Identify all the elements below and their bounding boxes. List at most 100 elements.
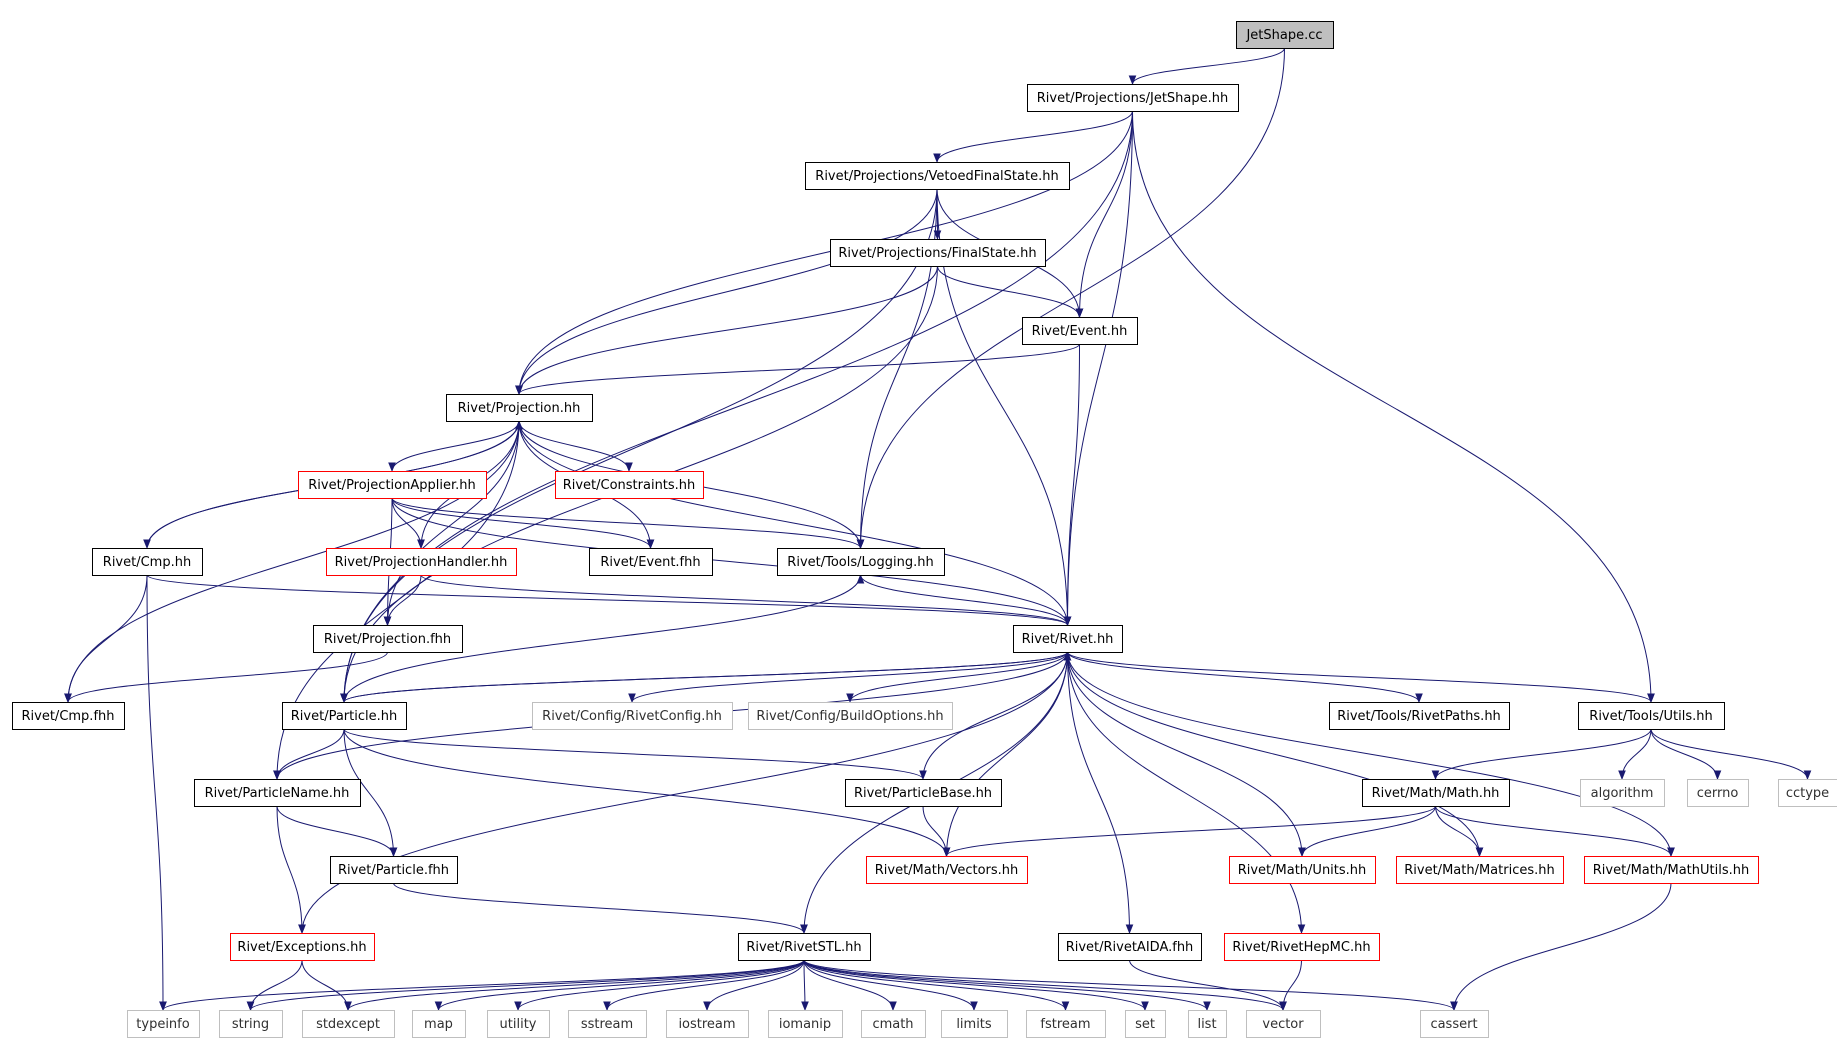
edge-rivetstl-to-limits: [803, 959, 974, 1010]
node-box: [313, 625, 463, 653]
node-proj_vetoed[interactable]: Rivet/Projections/VetoedFinalState.hh: [805, 162, 1070, 190]
node-label: Rivet/Math/MathUtils.hh: [1593, 863, 1749, 878]
edge-particle_hh-to-rivet_hh: [343, 652, 1068, 703]
node-label: Rivet/RivetAIDA.fhh: [1066, 940, 1194, 955]
node-event_hh[interactable]: Rivet/Event.hh: [1022, 317, 1138, 345]
edge-rivet_hh-to-units: [1067, 651, 1303, 856]
edge-rivetstl-to-cassert: [803, 959, 1454, 1010]
edge-particle_hh-to-particle_fhh: [343, 728, 394, 856]
node-label: cerrno: [1697, 786, 1739, 801]
node-units[interactable]: Rivet/Math/Units.hh: [1229, 856, 1376, 884]
edge-particle_hh-to-vectors: [343, 728, 947, 856]
node-label: cmath: [872, 1017, 913, 1032]
edge-cmp_hh-to-rivet_hh: [146, 574, 1068, 625]
node-label: Rivet/Particle.hh: [291, 709, 397, 724]
node-label: Rivet/ParticleBase.hh: [854, 786, 992, 801]
node-cmp_fhh[interactable]: Rivet/Cmp.fhh: [12, 702, 125, 730]
node-label: Rivet/Tools/Utils.hh: [1589, 709, 1712, 724]
node-label: string: [232, 1017, 269, 1032]
node-projhandler[interactable]: Rivet/ProjectionHandler.hh: [326, 548, 517, 576]
node-rivetaida[interactable]: Rivet/RivetAIDA.fhh: [1058, 933, 1202, 961]
node-label: stdexcept: [316, 1017, 380, 1032]
node-proj_finalstate[interactable]: Rivet/Projections/FinalState.hh: [830, 239, 1046, 267]
edge-proj_finalstate-to-projection_hh: [519, 265, 938, 394]
node-constraints[interactable]: Rivet/Constraints.hh: [555, 471, 704, 499]
node-label: Rivet/Tools/Logging.hh: [787, 555, 933, 570]
node-particle_fhh[interactable]: Rivet/Particle.fhh: [330, 856, 458, 884]
node-label: iostream: [678, 1017, 735, 1032]
node-box: [777, 548, 945, 576]
node-box: [861, 1010, 926, 1038]
node-label: Rivet/Cmp.hh: [103, 555, 191, 570]
node-box: [298, 471, 487, 499]
node-cmath: cmath: [861, 1010, 926, 1038]
node-event_fhh[interactable]: Rivet/Event.fhh: [589, 548, 713, 576]
node-box: [1027, 84, 1239, 112]
node-mathutils[interactable]: Rivet/Math/MathUtils.hh: [1584, 856, 1759, 884]
node-label: cctype: [1786, 786, 1829, 801]
node-rivetpaths[interactable]: Rivet/Tools/RivetPaths.hh: [1329, 702, 1510, 730]
edge-proj_jetshape-to-event_hh: [1080, 110, 1133, 317]
edge-proj_jetshape-to-rivet_hh: [1068, 110, 1133, 625]
node-label: Rivet/Exceptions.hh: [237, 940, 366, 955]
edge-particle_hh-to-logging: [343, 575, 861, 703]
node-label: utility: [500, 1017, 537, 1032]
node-projapplier[interactable]: Rivet/ProjectionApplier.hh: [298, 471, 487, 499]
edge-proj_jetshape-to-particle_hh: [344, 110, 1133, 702]
node-projection_hh[interactable]: Rivet/Projection.hh: [446, 394, 593, 422]
node-box: [92, 548, 203, 576]
node-box: [866, 856, 1028, 884]
node-particle_hh[interactable]: Rivet/Particle.hh: [282, 702, 407, 730]
node-exceptions[interactable]: Rivet/Exceptions.hh: [230, 933, 375, 961]
node-label: Rivet/ParticleName.hh: [205, 786, 350, 801]
node-box: [1362, 779, 1510, 807]
edge-rivet_hh-to-rivetconfig: [632, 651, 1068, 702]
node-list: list: [1188, 1010, 1227, 1038]
node-rivetstl[interactable]: Rivet/RivetSTL.hh: [738, 933, 871, 961]
edge-projapplier-to-event_fhh: [391, 497, 651, 548]
node-logging[interactable]: Rivet/Tools/Logging.hh: [777, 548, 945, 576]
node-box: [1580, 779, 1665, 807]
node-proj_jetshape[interactable]: Rivet/Projections/JetShape.hh: [1027, 84, 1239, 112]
edge-particle_hh-to-particlebase: [343, 728, 923, 779]
node-matrices[interactable]: Rivet/Math/Matrices.hh: [1396, 856, 1564, 884]
edge-proj_jetshape-to-proj_vetoed: [937, 110, 1133, 162]
edge-projection_hh-to-constraints: [518, 420, 629, 471]
node-box: [12, 702, 125, 730]
node-box: [1188, 1010, 1227, 1038]
node-rivet_hh[interactable]: Rivet/Rivet.hh: [1013, 625, 1123, 653]
node-box: [845, 779, 1002, 807]
node-box: [487, 1010, 550, 1038]
node-box: [568, 1010, 647, 1038]
node-stdexcept: stdexcept: [302, 1010, 395, 1038]
node-cmp_hh[interactable]: Rivet/Cmp.hh: [92, 548, 203, 576]
node-jetshape_cc[interactable]: JetShape.cc: [1236, 21, 1334, 49]
node-box: [532, 702, 733, 730]
node-rivethepmc[interactable]: Rivet/RivetHepMC.hh: [1224, 933, 1380, 961]
node-particlebase[interactable]: Rivet/ParticleBase.hh: [845, 779, 1002, 807]
node-box: [1229, 856, 1376, 884]
edge-event_hh-to-projection_hh: [519, 343, 1080, 394]
node-label: algorithm: [1591, 786, 1654, 801]
edge-math_hh-to-units: [1302, 805, 1436, 856]
node-label: sstream: [581, 1017, 633, 1032]
node-box: [127, 1010, 200, 1038]
node-math_hh[interactable]: Rivet/Math/Math.hh: [1362, 779, 1510, 807]
node-label: Rivet/Projection.hh: [458, 401, 581, 416]
node-particlename[interactable]: Rivet/ParticleName.hh: [194, 779, 361, 807]
node-utils[interactable]: Rivet/Tools/Utils.hh: [1578, 702, 1725, 730]
node-box: [1022, 317, 1138, 345]
node-label: JetShape.cc: [1245, 28, 1322, 43]
node-layer: JetShape.ccRivet/Projections/JetShape.hh…: [12, 21, 1837, 1038]
edge-rivetstl-to-set: [803, 959, 1145, 1010]
edge-proj_finalstate-to-event_hh: [937, 265, 1080, 317]
node-box: [1584, 856, 1759, 884]
node-vectors[interactable]: Rivet/Math/Vectors.hh: [866, 856, 1028, 884]
node-box: [555, 471, 704, 499]
node-box: [1578, 702, 1725, 730]
node-box: [1013, 625, 1123, 653]
node-utility: utility: [487, 1010, 550, 1038]
node-fstream: fstream: [1026, 1010, 1106, 1038]
node-projection_fhh[interactable]: Rivet/Projection.fhh: [313, 625, 463, 653]
edge-rivet_hh-to-mathutils: [1067, 651, 1672, 856]
